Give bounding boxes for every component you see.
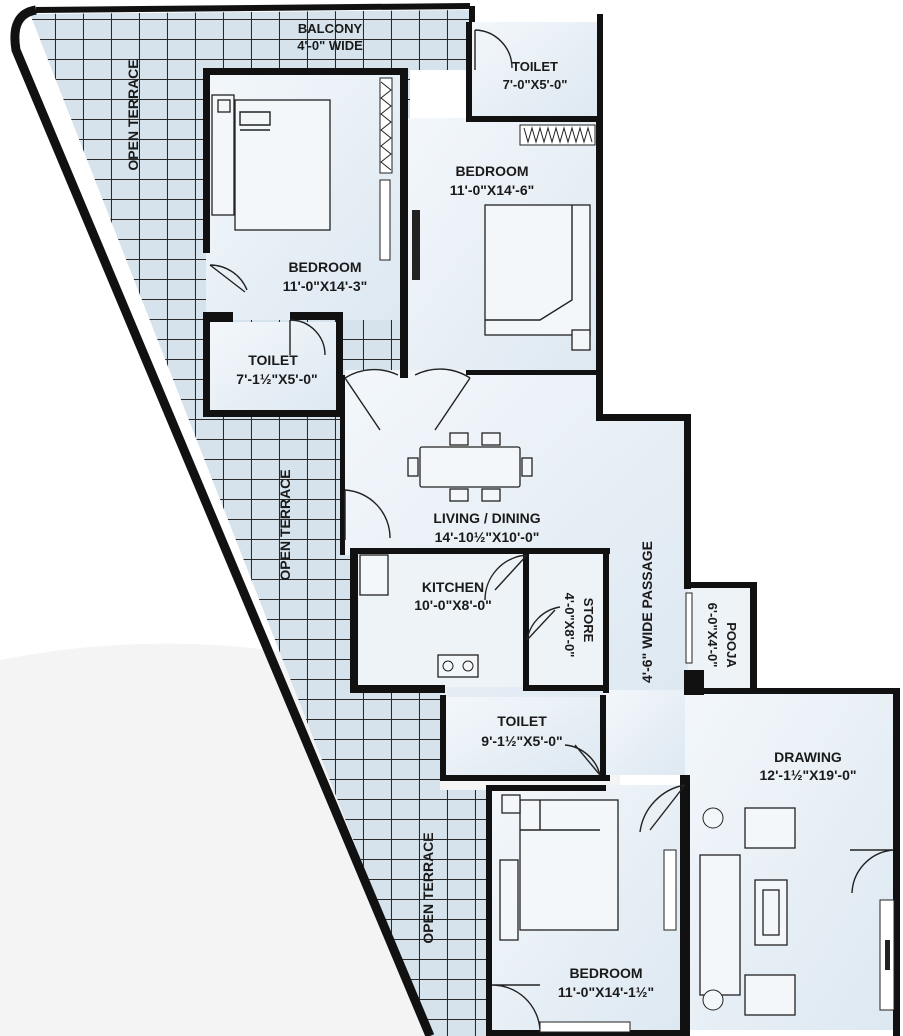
terrace-bottom-label: OPEN TERRACE	[420, 832, 436, 943]
toilet-mid-floor	[443, 697, 603, 777]
toilet-top-floor	[470, 22, 600, 120]
kitchen-label: KITCHEN	[422, 579, 484, 595]
terrace-top-edge	[35, 3, 471, 13]
store-floor	[527, 552, 605, 687]
toilet-top-label: TOILET	[512, 59, 558, 74]
bedroom-left-size: 11'-0"X14'-3"	[283, 278, 368, 294]
toilet-left-floor	[208, 322, 340, 412]
passage-label: 4'-6" WIDE PASSAGE	[639, 541, 655, 683]
drawing-label: DRAWING	[774, 749, 842, 765]
pooja-label: POOJA	[724, 622, 739, 668]
bedroom-right-size: 11'-0"X14'-6"	[450, 182, 535, 198]
door-swings	[209, 29, 894, 1031]
bedroom-bottom-label: BEDROOM	[569, 965, 642, 981]
living-label: LIVING / DINING	[433, 510, 540, 526]
balcony-size: 4'-0" WIDE	[297, 38, 363, 53]
bedroom-right-label: BEDROOM	[455, 163, 528, 179]
toilet-left-label: TOILET	[248, 352, 298, 368]
pooja-size: 6'-0"X4'-0"	[705, 603, 720, 668]
bedroom-bottom-size: 11'-0"X14'-1½"	[558, 984, 654, 1000]
store-size: 4'-0"X8'-0"	[562, 593, 577, 658]
toilet-mid-size: 9'-1½"X5'-0"	[481, 733, 562, 749]
terrace-middle-label: OPEN TERRACE	[277, 469, 293, 580]
furniture	[211, 94, 796, 1016]
living-size: 14'-10½"X10'-0"	[435, 529, 540, 545]
windows	[379, 77, 895, 1033]
toilet-top-size: 7'-0"X5'-0"	[503, 77, 568, 92]
store-label: STORE	[581, 598, 596, 643]
terrace-top-label: OPEN TERRACE	[125, 59, 141, 170]
drawing-size: 12'-1½"X19'-0"	[760, 767, 857, 783]
balcony-label: BALCONY	[298, 21, 363, 36]
toilet-mid-label: TOILET	[497, 713, 547, 729]
toilet-left-size: 7'-1½"X5'-0"	[236, 371, 317, 387]
walls	[203, 14, 900, 1036]
terrace-parapet	[10, 5, 435, 1036]
bedroom-left-label: BEDROOM	[288, 259, 361, 275]
kitchen-size: 10'-0"X8'-0"	[414, 597, 492, 613]
passage-floor	[603, 690, 688, 775]
